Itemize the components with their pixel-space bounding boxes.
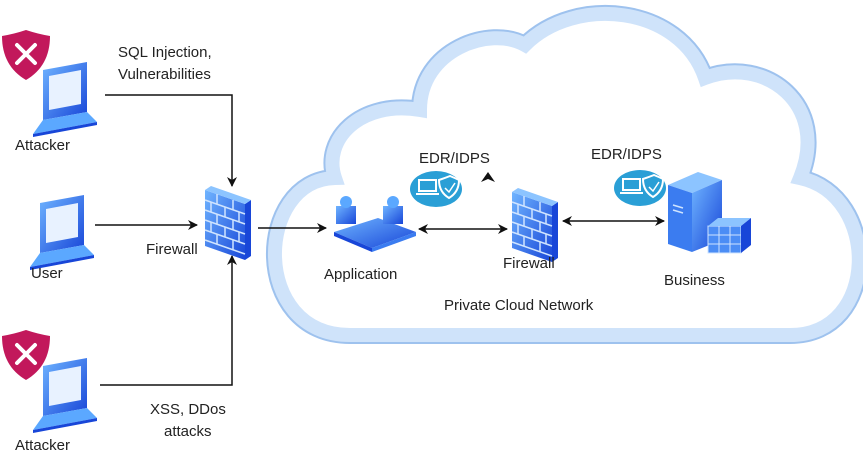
threat-shield-icon — [0, 28, 52, 82]
user-label: User — [31, 265, 63, 282]
edr-idps-icon — [409, 170, 463, 208]
application-label: Application — [324, 266, 397, 283]
attacker-label: Attacker — [15, 137, 70, 154]
threat-shield-icon — [0, 328, 52, 382]
attacker-label: Attacker — [15, 437, 70, 452]
attacker-laptop-icon — [33, 358, 97, 433]
attacker-laptop-icon — [33, 62, 97, 137]
application-icon — [334, 196, 416, 252]
business-server-icon — [668, 172, 751, 254]
cloud-label: Private Cloud Network — [444, 297, 594, 314]
firewall-label: Firewall — [146, 241, 198, 258]
private-cloud-network — [265, 5, 863, 344]
attack-path-top — [105, 94, 237, 187]
edr-idps-label: EDR/IDPS — [591, 146, 662, 163]
small-arrowhead — [481, 172, 495, 182]
firewall-icon — [204, 185, 252, 261]
user-laptop-icon — [30, 195, 94, 270]
firewall-label: Firewall — [503, 255, 555, 272]
edr-idps-icon — [613, 169, 667, 207]
attack-label-vulnerabilities: Vulnerabilities — [118, 66, 211, 83]
attack-path-bottom — [100, 255, 237, 386]
edr-idps-label: EDR/IDPS — [419, 150, 490, 167]
business-label: Business — [664, 272, 725, 289]
attack-label-attacks: attacks — [164, 423, 212, 440]
attack-label-sql-injection: SQL Injection, — [118, 44, 212, 61]
attack-label-xss-ddos: XSS, DDos — [150, 401, 226, 418]
